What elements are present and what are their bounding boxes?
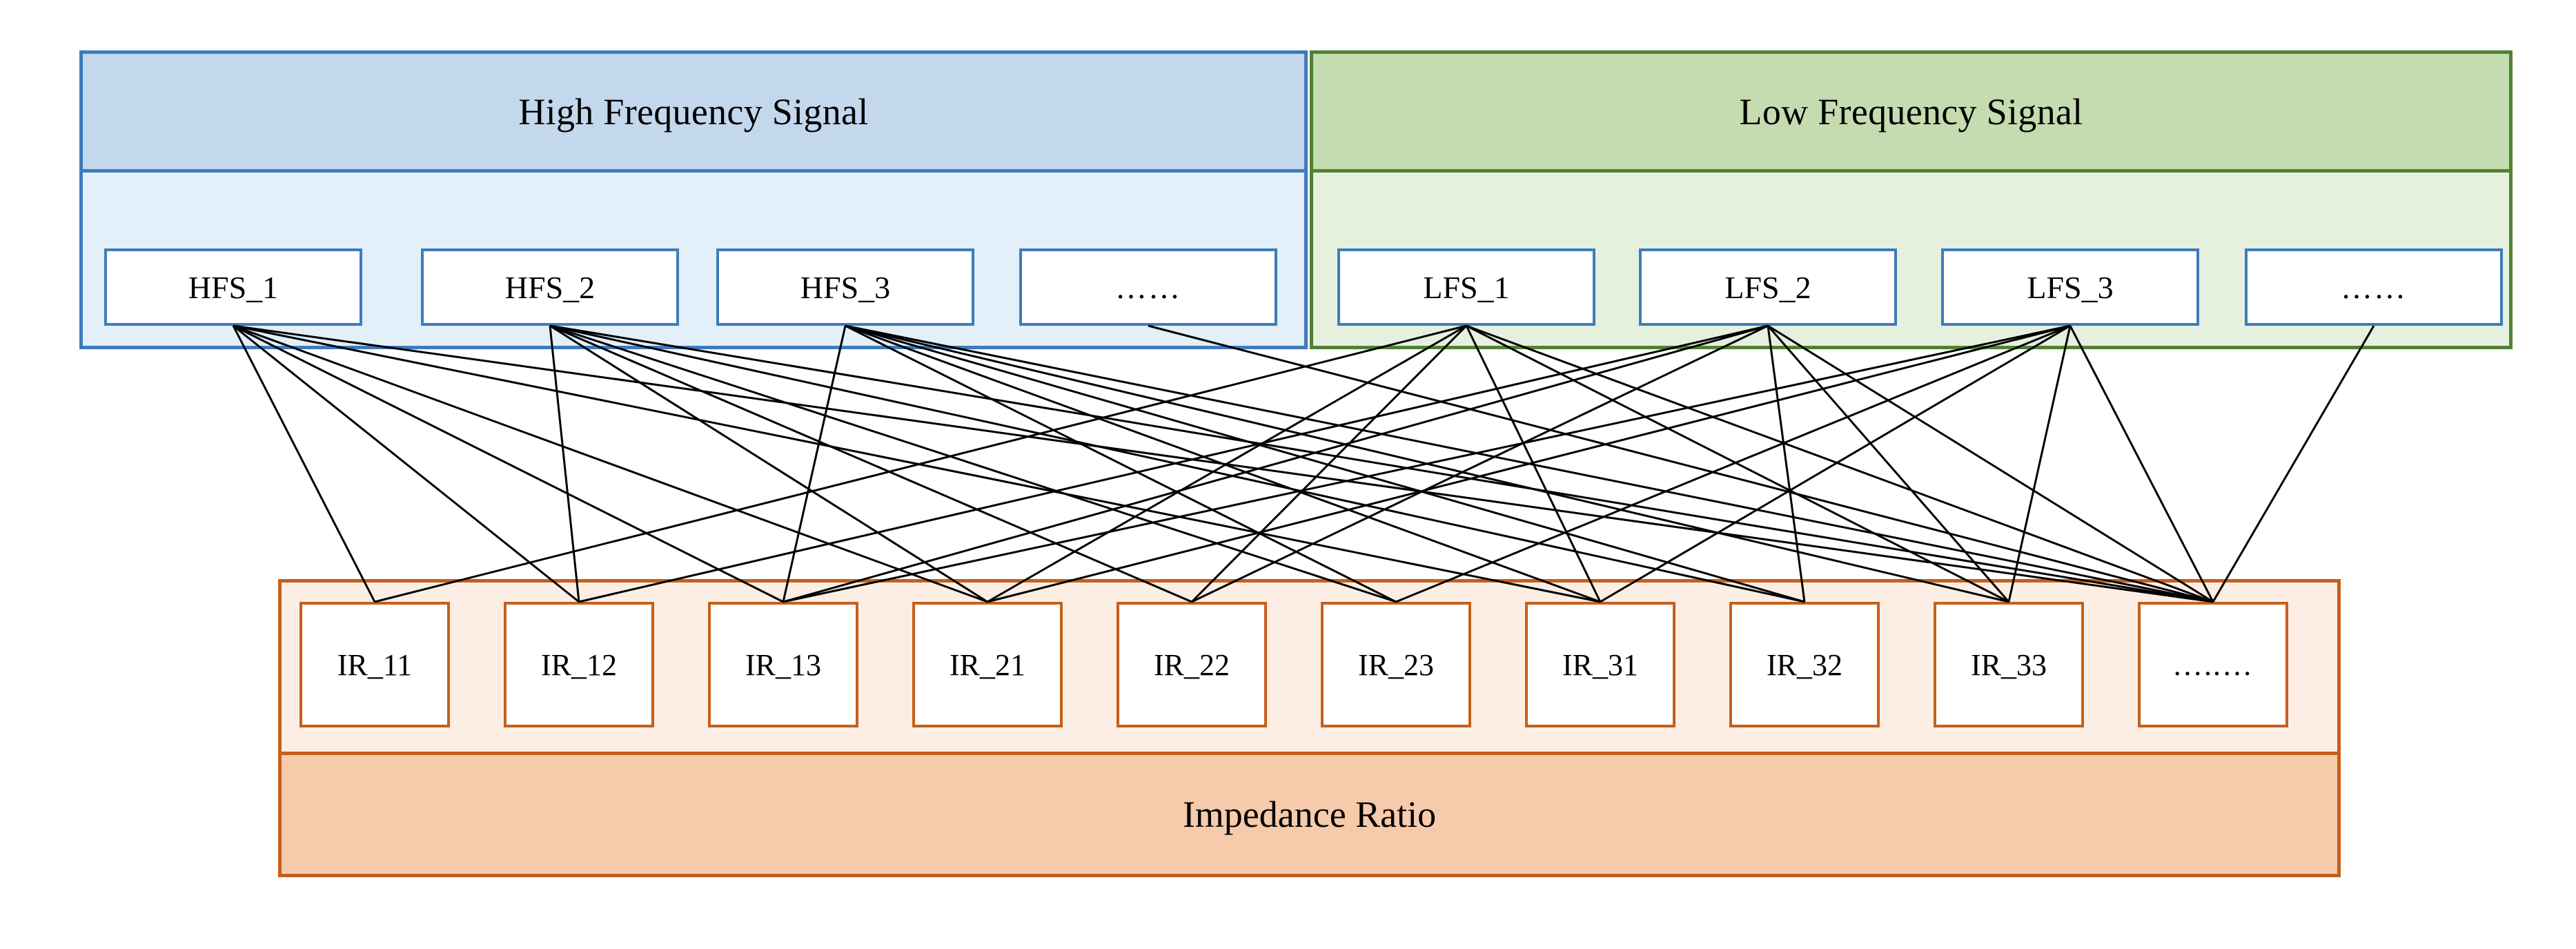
edge-hfs_3-to-ir_32 <box>845 324 1805 603</box>
node-lfs-3[interactable]: LFS_3 <box>1941 248 2199 326</box>
edge-hfs_2-to-ir_22 <box>549 324 1192 603</box>
edge-lfs_2-to-ir_22 <box>1191 324 1769 603</box>
edge-lfs_more-to-ir_more <box>2212 325 2375 603</box>
edge-hfs_3-to-ir_13 <box>782 325 847 603</box>
edge-lfs_2-to-ir_more <box>1767 324 2214 603</box>
edge-hfs_1-to-ir_more <box>233 324 2214 603</box>
node-ir-21[interactable]: IR_21 <box>912 602 1063 727</box>
edge-hfs_2-to-ir_21 <box>549 324 988 603</box>
panel-title-low-frequency-signal: Low Frequency Signal <box>1313 54 2509 173</box>
edge-lfs_2-to-ir_33 <box>1767 325 2010 603</box>
edge-hfs_2-to-ir_32 <box>549 324 1805 603</box>
edge-hfs_2-to-ir_12 <box>549 325 580 603</box>
panel-title-impedance-ratio: Impedance Ratio <box>282 752 2337 874</box>
edge-lfs_3-to-ir_33 <box>2007 325 2072 603</box>
edge-hfs_more-to-ir_more <box>1148 324 2214 603</box>
edge-hfs_1-to-ir_31 <box>233 324 1601 603</box>
edge-lfs_2-to-ir_13 <box>783 324 1769 603</box>
node-ir-22[interactable]: IR_22 <box>1117 602 1267 727</box>
node-ir-11[interactable]: IR_11 <box>299 602 450 727</box>
edge-lfs_1-to-ir_11 <box>374 324 1467 603</box>
edge-lfs_2-to-ir_32 <box>1767 325 1806 603</box>
node-lfs-2[interactable]: LFS_2 <box>1639 248 1897 326</box>
edge-lfs_1-to-ir_31 <box>1465 325 1602 603</box>
edge-lfs_2-to-ir_12 <box>578 324 1769 603</box>
node-lfs-1[interactable]: LFS_1 <box>1337 248 1595 326</box>
edge-lfs_1-to-ir_33 <box>1466 324 2009 603</box>
node-ir-more[interactable]: …..… <box>2138 602 2288 727</box>
node-ir-33[interactable]: IR_33 <box>1934 602 2084 727</box>
edge-hfs_3-to-ir_33 <box>845 324 2009 603</box>
edge-lfs_3-to-ir_13 <box>783 324 2071 603</box>
edge-lfs_3-to-ir_more <box>2069 325 2214 603</box>
edge-hfs_2-to-ir_more <box>549 324 2214 603</box>
edge-lfs_1-to-ir_21 <box>987 324 1467 603</box>
node-ir-32[interactable]: IR_32 <box>1729 602 1880 727</box>
node-hfs-3[interactable]: HFS_3 <box>716 248 974 326</box>
edge-lfs_3-to-ir_31 <box>1600 324 2071 603</box>
edge-hfs_2-to-ir_23 <box>549 324 1397 603</box>
node-ir-23[interactable]: IR_23 <box>1321 602 1471 727</box>
edge-lfs_1-to-ir_more <box>1466 324 2214 603</box>
edge-lfs_3-to-ir_21 <box>987 324 2071 603</box>
edge-hfs_1-to-ir_13 <box>233 324 784 603</box>
node-hfs-2[interactable]: HFS_2 <box>421 248 679 326</box>
panel-title-high-frequency-signal: High Frequency Signal <box>83 54 1304 173</box>
edge-hfs_1-to-ir_11 <box>232 325 376 603</box>
edge-hfs_3-to-ir_23 <box>845 324 1397 603</box>
edge-lfs_3-to-ir_23 <box>1395 324 2071 603</box>
node-ir-13[interactable]: IR_13 <box>708 602 858 727</box>
node-hfs-1[interactable]: HFS_1 <box>104 248 362 326</box>
node-lfs-more[interactable]: …… <box>2245 248 2503 326</box>
edge-hfs_3-to-ir_more <box>845 324 2214 603</box>
edge-hfs_3-to-ir_31 <box>845 324 1601 603</box>
node-ir-12[interactable]: IR_12 <box>504 602 654 727</box>
edge-lfs_1-to-ir_22 <box>1190 324 1468 603</box>
edge-hfs_1-to-ir_12 <box>233 324 580 603</box>
node-hfs-more[interactable]: …… <box>1019 248 1277 326</box>
edge-hfs_1-to-ir_21 <box>233 324 988 603</box>
node-ir-31[interactable]: IR_31 <box>1525 602 1675 727</box>
